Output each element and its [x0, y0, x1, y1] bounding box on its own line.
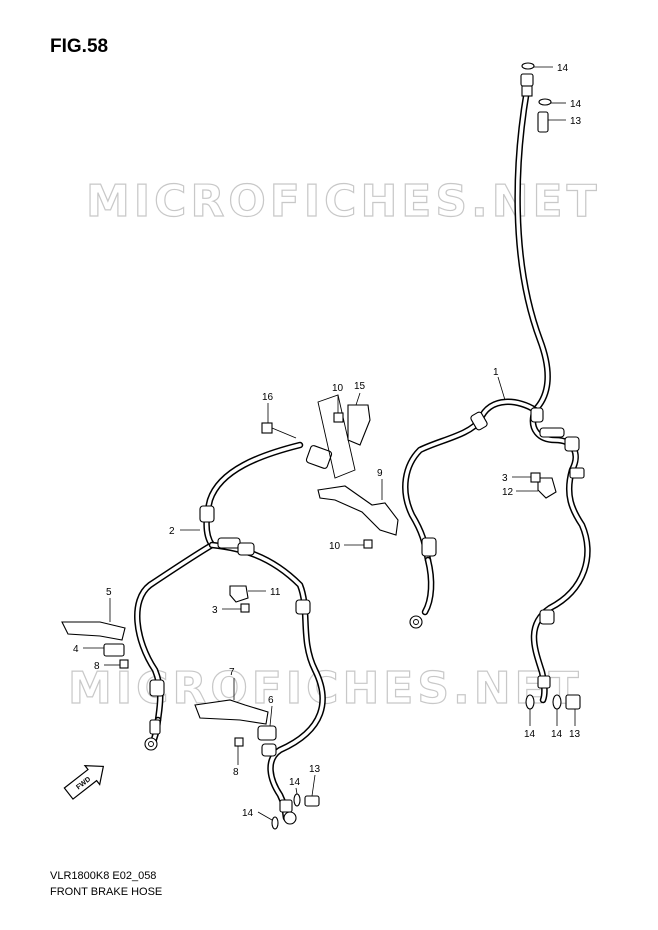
brake-hose-1	[402, 73, 591, 704]
washer-14c	[293, 793, 301, 807]
callout-10: 10	[332, 383, 344, 394]
bolt-3a	[530, 472, 541, 483]
figure-title: FIG.58	[50, 36, 108, 57]
bolt-8a	[119, 659, 129, 669]
figure-caption: FRONT BRAKE HOSE	[50, 886, 162, 898]
callout-14: 14	[570, 99, 582, 110]
callout-4: 4	[73, 644, 79, 655]
fwd-arrow-icon: FWD	[63, 764, 105, 800]
washer-14e	[525, 694, 535, 710]
callout-14: 14	[524, 729, 536, 740]
callout-14: 14	[557, 63, 569, 74]
watermark-bottom: MICROFICHES.NET	[68, 663, 583, 714]
callout-12: 12	[502, 487, 514, 498]
callout-13: 13	[569, 729, 581, 740]
bolt-13b	[304, 795, 320, 807]
washer-14b	[538, 98, 552, 106]
callout-8: 8	[94, 661, 100, 672]
brake-hose-2	[134, 441, 333, 825]
callout-3: 3	[502, 473, 508, 484]
bolt-3b	[240, 603, 250, 613]
bolt-8b	[234, 737, 244, 747]
watermark-top: MICROFICHES.NET	[86, 176, 601, 227]
bracket-15	[317, 394, 371, 479]
clamp-4	[103, 643, 125, 657]
washer-14a	[521, 62, 535, 70]
callout-1: 1	[493, 367, 499, 378]
callout-13: 13	[570, 116, 582, 127]
bracket-12	[537, 477, 557, 499]
clamp-6	[257, 725, 277, 741]
callout-7: 7	[229, 667, 235, 678]
callout-14: 14	[551, 729, 563, 740]
callout-5: 5	[106, 587, 112, 598]
callout-15: 15	[354, 381, 366, 392]
callout-2: 2	[169, 526, 175, 537]
callout-14: 14	[289, 777, 301, 788]
model-code: VLR1800K8 E02_058	[50, 870, 156, 882]
callout-9: 9	[377, 468, 383, 479]
bracket-7	[194, 699, 269, 725]
callout-13: 13	[309, 764, 321, 775]
callout-16: 16	[262, 392, 274, 403]
clamp-11	[229, 585, 249, 603]
callout-6: 6	[268, 695, 274, 706]
bolt-10a	[333, 412, 344, 423]
washer-14d	[271, 816, 279, 830]
callout-10: 10	[329, 541, 341, 552]
bolt-16	[261, 422, 297, 439]
leader-lines	[83, 66, 576, 821]
callout-3: 3	[212, 605, 218, 616]
clamp-5	[61, 621, 126, 641]
bolt-13a	[537, 111, 549, 133]
bolt-10b	[363, 539, 373, 549]
bracket-9	[317, 485, 399, 536]
washer-14f	[552, 694, 562, 710]
callout-8: 8	[233, 767, 239, 778]
bolt-13c	[565, 694, 581, 710]
callout-11: 11	[270, 587, 281, 598]
callout-14: 14	[242, 808, 254, 819]
